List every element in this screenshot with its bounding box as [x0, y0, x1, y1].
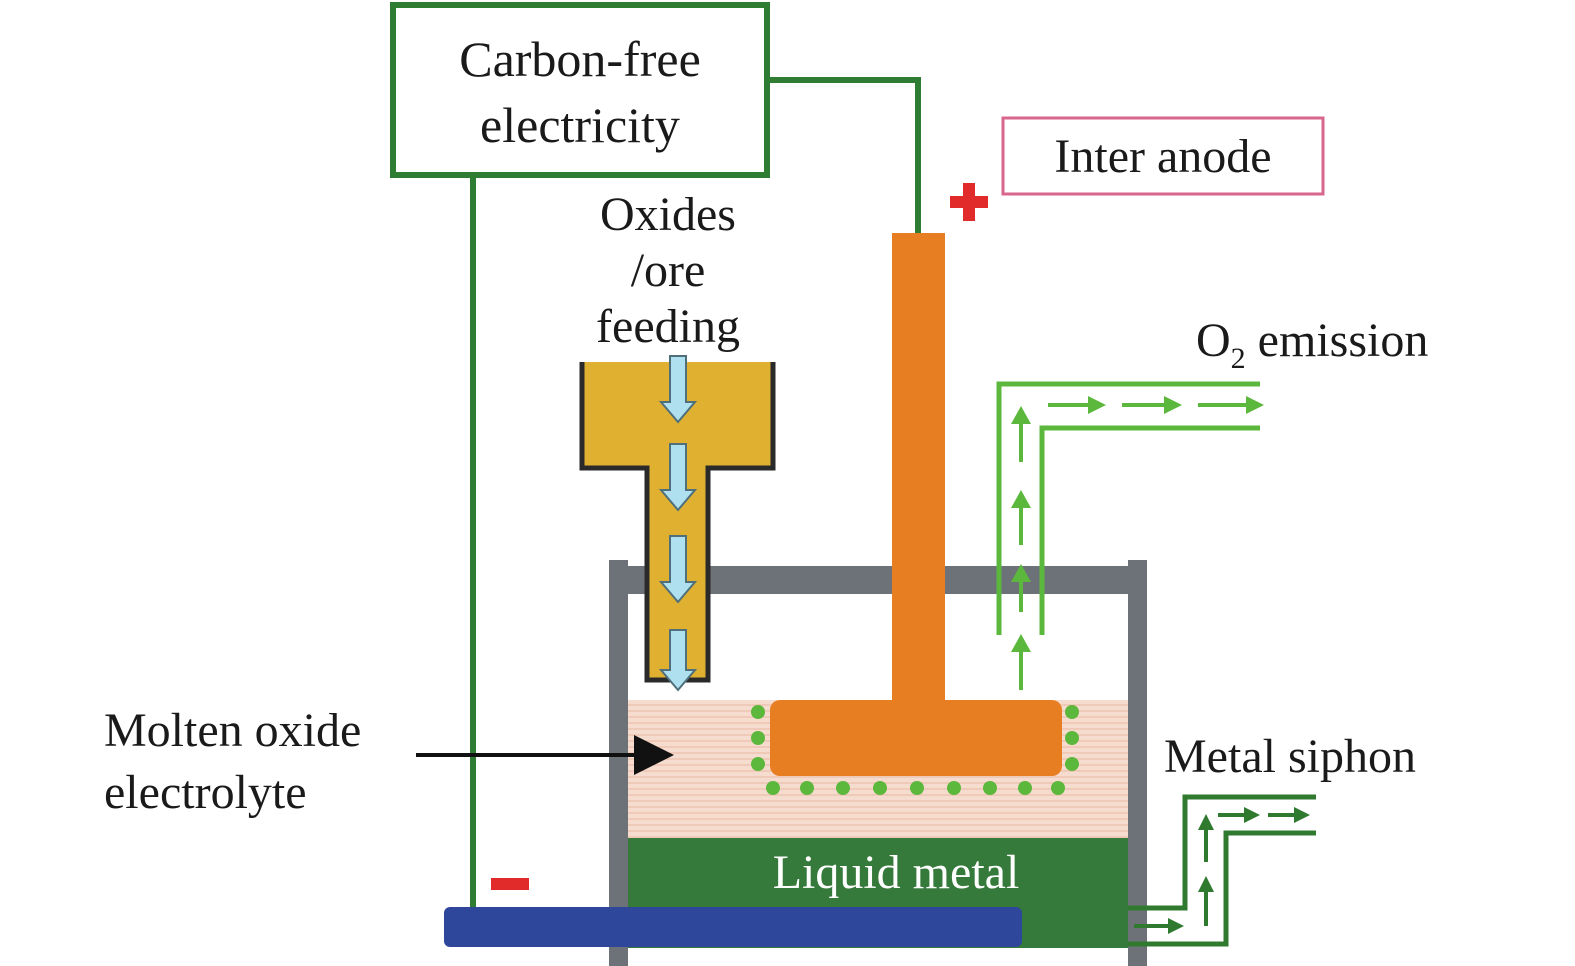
positive-wire — [770, 77, 921, 236]
right-arrow-icon — [1268, 807, 1310, 823]
plus-sign-icon — [950, 183, 988, 221]
right-arrow-icon — [1048, 396, 1106, 414]
down-arrow-icon — [658, 535, 698, 604]
cathode-bar — [444, 907, 1022, 947]
o2-subscript: 2 — [1231, 342, 1246, 375]
power-source-label-line1: Carbon-free — [459, 31, 701, 87]
right-arrow-icon — [1218, 807, 1260, 823]
o2-outlet-pipe — [996, 381, 1260, 635]
up-arrow-icon — [1011, 490, 1031, 545]
electrolyte-label-line1: Molten oxide — [104, 704, 361, 757]
oxygen-bubbles — [751, 705, 1079, 795]
o2-flow-arrows — [1011, 396, 1264, 690]
electrolyte-label: Molten oxide electrolyte — [104, 704, 361, 819]
anode — [770, 233, 1062, 776]
feed-label-line3: feeding — [596, 300, 740, 353]
metal-siphon-pipe — [1128, 794, 1316, 947]
up-arrow-icon — [1198, 876, 1214, 926]
right-arrow-icon — [1134, 918, 1184, 934]
down-arrow-icon — [658, 443, 698, 512]
feed-label-line2: /ore — [631, 244, 706, 297]
down-arrow-icon — [658, 355, 698, 424]
electrolyte-label-line2: electrolyte — [104, 766, 307, 819]
power-source-label-line2: electricity — [480, 97, 680, 153]
feed-arrows — [658, 355, 698, 692]
cell-wall-left — [609, 560, 628, 966]
up-arrow-icon — [1011, 406, 1031, 462]
wires — [470, 77, 921, 912]
o2-emission-label: O2 emission — [1196, 314, 1428, 375]
cell-wall-right — [1128, 560, 1147, 966]
up-arrow-icon — [1011, 564, 1031, 612]
feed-label: Oxides /ore feeding — [596, 188, 740, 353]
anode-stem — [892, 233, 945, 708]
right-arrow-icon — [1122, 396, 1182, 414]
o2-main: O — [1196, 314, 1231, 367]
metal-siphon-label: Metal siphon — [1164, 730, 1416, 783]
up-arrow-icon — [1011, 634, 1031, 690]
minus-sign-icon — [491, 878, 529, 890]
down-arrow-icon — [658, 629, 698, 692]
anode-plate — [770, 700, 1062, 776]
right-arrow-icon — [1198, 396, 1264, 414]
o2-suffix: emission — [1246, 314, 1429, 367]
metal-flow-arrows — [1134, 807, 1310, 934]
power-source-box: Carbon-free electricity — [390, 2, 770, 178]
anode-label: Inter anode — [1054, 130, 1271, 183]
up-arrow-icon — [1198, 814, 1214, 862]
feed-label-line1: Oxides — [600, 188, 736, 241]
liquid-metal-label: Liquid metal — [773, 846, 1020, 899]
anode-label-box: Inter anode — [1001, 116, 1325, 196]
